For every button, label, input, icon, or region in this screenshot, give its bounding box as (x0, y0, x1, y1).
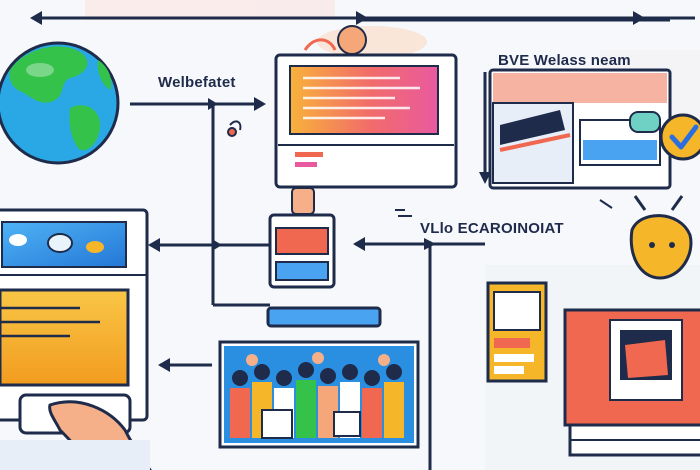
mobile-card (268, 187, 336, 289)
arrow-head-monitor (148, 238, 160, 252)
arrow-head-webpage (254, 97, 266, 111)
top-character-decor (303, 25, 367, 55)
arrow-head-middle (353, 237, 365, 251)
arrow-head-top-right (633, 11, 645, 25)
hand-illustration (0, 393, 152, 470)
document-card (486, 281, 548, 383)
orange-splash (317, 26, 427, 58)
team-photo-panel (218, 340, 420, 449)
arrowheads (30, 11, 645, 372)
decorative-marks (227, 120, 613, 217)
top-splash (85, 0, 335, 20)
arrow-head-top-mid (356, 11, 368, 25)
webpage-window (274, 53, 458, 189)
checkmark-icon (659, 113, 700, 161)
orange-box (563, 308, 700, 457)
label-top-left: Welbefatet (158, 74, 236, 91)
webpage-hero-panel (289, 65, 439, 135)
arrow-head-top-left (30, 11, 42, 25)
monitor-window (0, 208, 149, 422)
center-blue-bar (266, 306, 382, 328)
mascot-illustration (629, 195, 693, 280)
dashboard-window (488, 68, 672, 190)
globe-icon (0, 41, 120, 165)
arrow-head-mid-left (212, 239, 222, 251)
arrow-head-right-down (479, 172, 491, 184)
arrow-head-junction (208, 98, 218, 110)
label-top-right: BVE Welass neam (498, 52, 631, 69)
arrow-head-center (424, 238, 436, 250)
label-middle: VLlo ECAROINOIAT (420, 220, 564, 237)
arrow-head-photo (158, 358, 170, 372)
